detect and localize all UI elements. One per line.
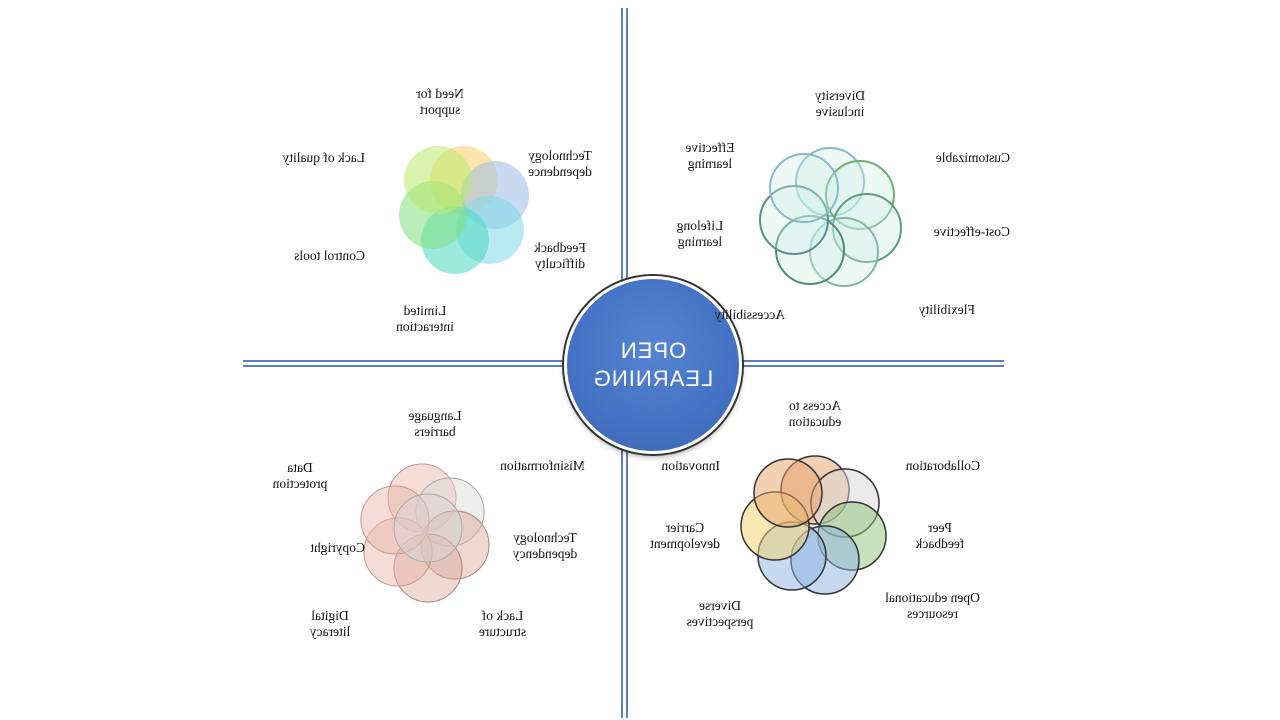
label-effective-learning: Effective learning	[685, 140, 735, 171]
opportunities-flower	[740, 455, 887, 595]
label-misinformation: Misinformation	[500, 458, 585, 473]
label-innovation: Innovation	[661, 458, 721, 473]
label-lifelong-learning: Lifelong learning	[676, 218, 724, 249]
label-diversity-inclusive: Diversity inclusive	[814, 88, 866, 119]
center-title-line2: LEARNING	[592, 366, 714, 391]
risks-flower	[360, 463, 490, 603]
label-technology-dependence: Technology dependence	[528, 148, 592, 179]
open-learning-hub: OPEN LEARNING	[564, 276, 742, 454]
label-lack-of-structure: Lack of structure	[478, 608, 527, 639]
label-collaboration: Collaboration	[905, 458, 980, 473]
label-limited-interaction: Limited interaction	[396, 303, 454, 334]
label-feedback-difficulty: Feedback difficulty	[534, 240, 586, 271]
center-title-line1: OPEN	[619, 338, 687, 363]
label-open-educational-resources: Open educational resources	[885, 590, 980, 621]
label-access-to-education: Access to education	[788, 398, 842, 429]
label-diverse-perspectives: Diverse perspectives	[686, 598, 754, 629]
label-language-barriers: Language barriers	[408, 408, 462, 439]
label-control-tools: Control tools	[294, 248, 365, 263]
label-copyright: Copyright	[310, 540, 365, 555]
label-technology-dependency: Technology dependency	[512, 530, 578, 561]
benefits-flower	[759, 147, 902, 287]
challenges-flower	[399, 146, 529, 274]
label-need-for-support: Need for support	[416, 86, 464, 117]
label-cost-effective: Cost-effective	[933, 224, 1010, 239]
label-data-protection: Data protection	[272, 460, 328, 491]
label-lack-of-quality: Lack of quality	[282, 150, 365, 165]
label-customizable: Customizable	[935, 150, 1010, 165]
label-carrier-development: Carrier development	[650, 520, 720, 551]
label-flexibility: Flexibility	[918, 302, 975, 317]
label-accessibility: Accessibility	[714, 307, 786, 322]
label-digital-literacy: Digital literacy	[309, 608, 351, 639]
label-peer-feedback: Peer feedback	[915, 520, 965, 551]
